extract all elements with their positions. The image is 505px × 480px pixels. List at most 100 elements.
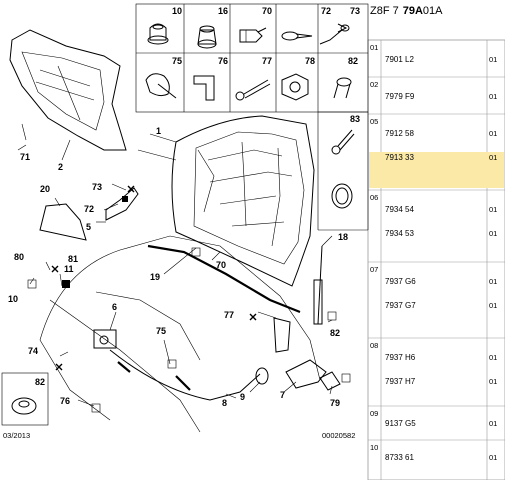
part-ref-number: 06 xyxy=(370,193,378,202)
callouts: 1 2 5 6 7 8 9 10 11 18 19 20 70 71 72 73… xyxy=(8,126,348,408)
callout-20: 20 xyxy=(40,184,50,194)
bonnet-1 xyxy=(171,115,315,287)
insulation-panel-2 xyxy=(9,29,127,151)
callout-77: 77 xyxy=(224,310,234,320)
part-code[interactable]: 8733 61 xyxy=(385,453,414,462)
seal-panel-20 xyxy=(39,203,87,241)
part-code[interactable]: 7979 F9 xyxy=(385,92,415,101)
latch-79 xyxy=(319,371,341,391)
callout-70: 70 xyxy=(216,260,226,270)
bracket-76-icon xyxy=(193,75,215,101)
part-quantity: 01 xyxy=(489,129,497,138)
nut-78-icon xyxy=(281,73,309,101)
callout-19: 19 xyxy=(150,272,160,282)
callout-73: 73 xyxy=(92,182,102,192)
part-quantity: 01 xyxy=(489,377,497,386)
callout-5: 5 xyxy=(86,222,91,232)
inset-label: 82 xyxy=(35,377,45,387)
callout-18: 18 xyxy=(338,232,348,242)
part-code[interactable]: 7934 54 xyxy=(385,205,414,214)
part-code[interactable]: 7937 H6 xyxy=(385,353,416,362)
screw-77-icon xyxy=(235,79,271,101)
callout-2: 2 xyxy=(58,162,63,172)
inset-label: 73 xyxy=(350,6,360,16)
callout-74: 74 xyxy=(28,346,38,356)
part-quantity: 01 xyxy=(489,419,497,428)
clip-70-icon xyxy=(239,27,267,43)
part-ref-number: 02 xyxy=(370,80,378,89)
date-code: 03/2013 xyxy=(3,431,30,440)
release-handle-7 xyxy=(285,359,327,389)
inset-label: 70 xyxy=(262,6,272,16)
screw-83-icon xyxy=(331,129,355,155)
screw-73-icon xyxy=(319,23,350,45)
callout-8: 8 xyxy=(222,398,227,408)
washer-icon xyxy=(331,183,353,209)
part-quantity: 01 xyxy=(489,55,497,64)
fastener-inset: 10 16 70 72 73 75 76 77 78 82 83 xyxy=(135,3,369,231)
part-code[interactable]: 7937 G6 xyxy=(385,277,416,286)
release-cable-8 xyxy=(109,349,261,401)
inset-label: 72 xyxy=(321,6,331,16)
washer-inset: 82 xyxy=(1,372,49,426)
drawing-number: 00020582 xyxy=(322,431,355,440)
callout-79: 79 xyxy=(330,398,340,408)
inset-label: 16 xyxy=(218,6,228,16)
vehicle-front xyxy=(39,235,321,433)
hinge-5 xyxy=(105,187,139,221)
part-code[interactable]: 7901 L2 xyxy=(385,55,414,64)
callout-71: 71 xyxy=(20,152,30,162)
push-pin-72-icon xyxy=(281,31,313,41)
callout-10: 10 xyxy=(8,294,18,304)
grommet-9 xyxy=(255,367,269,385)
part-ref-number: 09 xyxy=(370,409,378,418)
highlighted-row[interactable] xyxy=(369,152,504,188)
bonnet-lock-6 xyxy=(93,329,117,349)
part-quantity: 01 xyxy=(489,301,497,310)
bump-stop-10-icon xyxy=(147,23,169,45)
callout-72: 72 xyxy=(84,204,94,214)
part-quantity: 01 xyxy=(489,229,497,238)
part-code[interactable]: 7937 H7 xyxy=(385,377,416,386)
gas-strut-18 xyxy=(313,245,323,325)
part-quantity: 01 xyxy=(489,353,497,362)
inset-label: 10 xyxy=(172,6,182,16)
inset-label: 75 xyxy=(172,56,182,66)
clip-75-icon xyxy=(145,73,177,99)
inset-label: 83 xyxy=(350,114,360,124)
part-code[interactable]: 9137 G5 xyxy=(385,419,416,428)
part-ref-number: 01 xyxy=(370,43,378,52)
part-ref-number: 07 xyxy=(370,265,378,274)
callout-6: 6 xyxy=(112,302,117,312)
part-quantity: 01 xyxy=(489,92,497,101)
inset-label: 82 xyxy=(348,56,358,66)
inset-label: 78 xyxy=(305,56,315,66)
part-quantity: 01 xyxy=(489,277,497,286)
part-ref-number: 05 xyxy=(370,117,378,126)
callout-7: 7 xyxy=(280,390,285,400)
callout-9: 9 xyxy=(240,392,245,402)
part-ref-number: 08 xyxy=(370,341,378,350)
part-quantity: 01 xyxy=(489,205,497,214)
part-code[interactable]: 7913 33 xyxy=(385,153,414,162)
part-quantity: 01 xyxy=(489,153,497,162)
inset-label: 76 xyxy=(218,56,228,66)
callout-76: 76 xyxy=(60,396,70,406)
callout-80: 80 xyxy=(14,252,24,262)
push-pin-82-icon xyxy=(333,77,352,99)
callout-1: 1 xyxy=(156,126,161,136)
weather-strip-19 xyxy=(147,244,301,314)
part-code[interactable]: 7912 58 xyxy=(385,129,414,138)
bump-stop-16-icon xyxy=(197,25,217,49)
inset-label: 77 xyxy=(262,56,272,66)
callout-81: 81 xyxy=(68,254,78,264)
part-code[interactable]: 7937 G7 xyxy=(385,301,416,310)
leader-lines xyxy=(17,123,351,413)
part-code[interactable]: 7934 53 xyxy=(385,229,414,238)
callout-82: 82 xyxy=(330,328,340,338)
part-ref-number: 10 xyxy=(370,443,378,452)
bracket-77 xyxy=(273,317,291,353)
